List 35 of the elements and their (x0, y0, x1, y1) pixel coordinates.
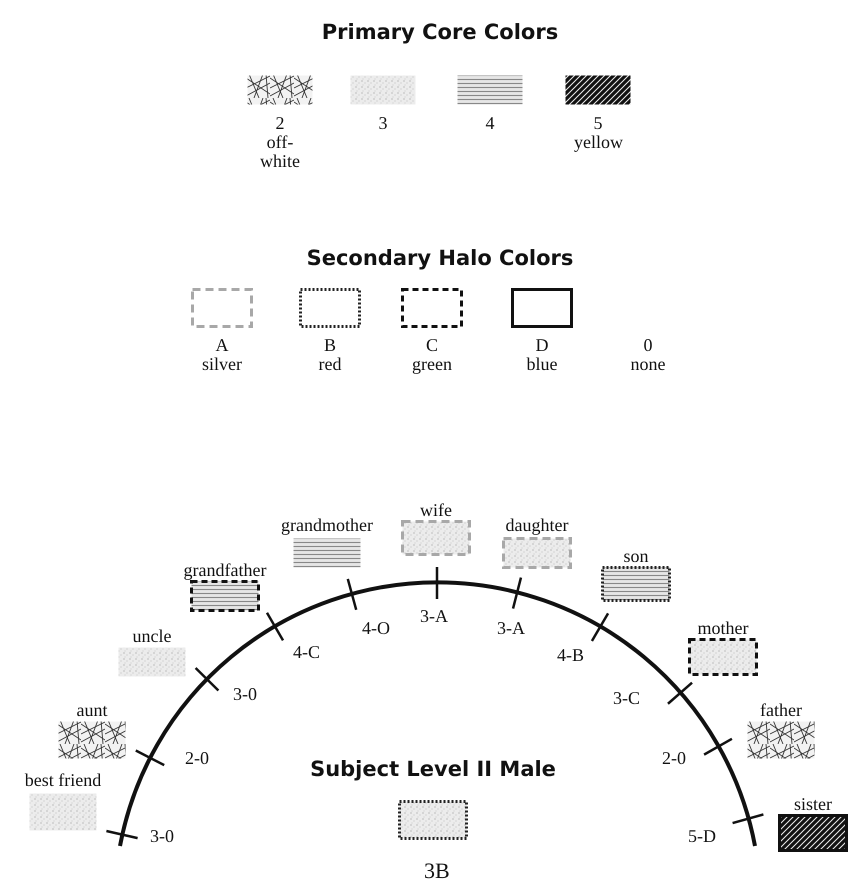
legend-label: 0 none (630, 336, 666, 374)
subject-heading: Subject Level II Male (310, 757, 556, 781)
relation-label: mother (698, 619, 748, 637)
legend-label: D blue (526, 336, 558, 374)
legend-label: 4 (484, 114, 496, 133)
code-label: 3-A (420, 606, 448, 627)
code-label: 2-0 (662, 748, 686, 769)
code-label: 3-0 (150, 826, 174, 847)
legend-label: 5 yellow (573, 114, 624, 152)
legend-heading: Primary Core Colors (322, 20, 558, 44)
legend-label: A silver (201, 336, 243, 374)
code-label: 4-B (557, 645, 584, 666)
legend-label: B red (318, 336, 342, 374)
relation-label: wife (420, 501, 452, 519)
relation-label: sister (794, 795, 832, 813)
legend-label: 3 (378, 114, 388, 133)
legend-label: 2 off-white (259, 114, 301, 171)
code-label: 3-C (613, 688, 640, 709)
relation-label: uncle (132, 627, 172, 645)
code-label: 3-A (497, 618, 525, 639)
relation-label: daughter (506, 516, 568, 534)
legend-label: C green (411, 336, 453, 374)
relation-label: father (760, 701, 802, 719)
relation-label: son (624, 547, 648, 565)
code-label: 3-0 (233, 684, 257, 705)
legend-heading: Secondary Halo Colors (306, 246, 574, 270)
code-label: 5-D (688, 826, 716, 847)
relation-label: aunt (76, 701, 108, 719)
code-label: 4-C (293, 642, 320, 663)
relation-label: grandfather (184, 561, 266, 579)
code-label: 2-0 (185, 748, 209, 769)
code-label: 3B (424, 858, 450, 884)
code-label: 4-O (362, 618, 390, 639)
relation-label: grandmother (281, 516, 373, 534)
relation-label: best friend (24, 771, 102, 789)
